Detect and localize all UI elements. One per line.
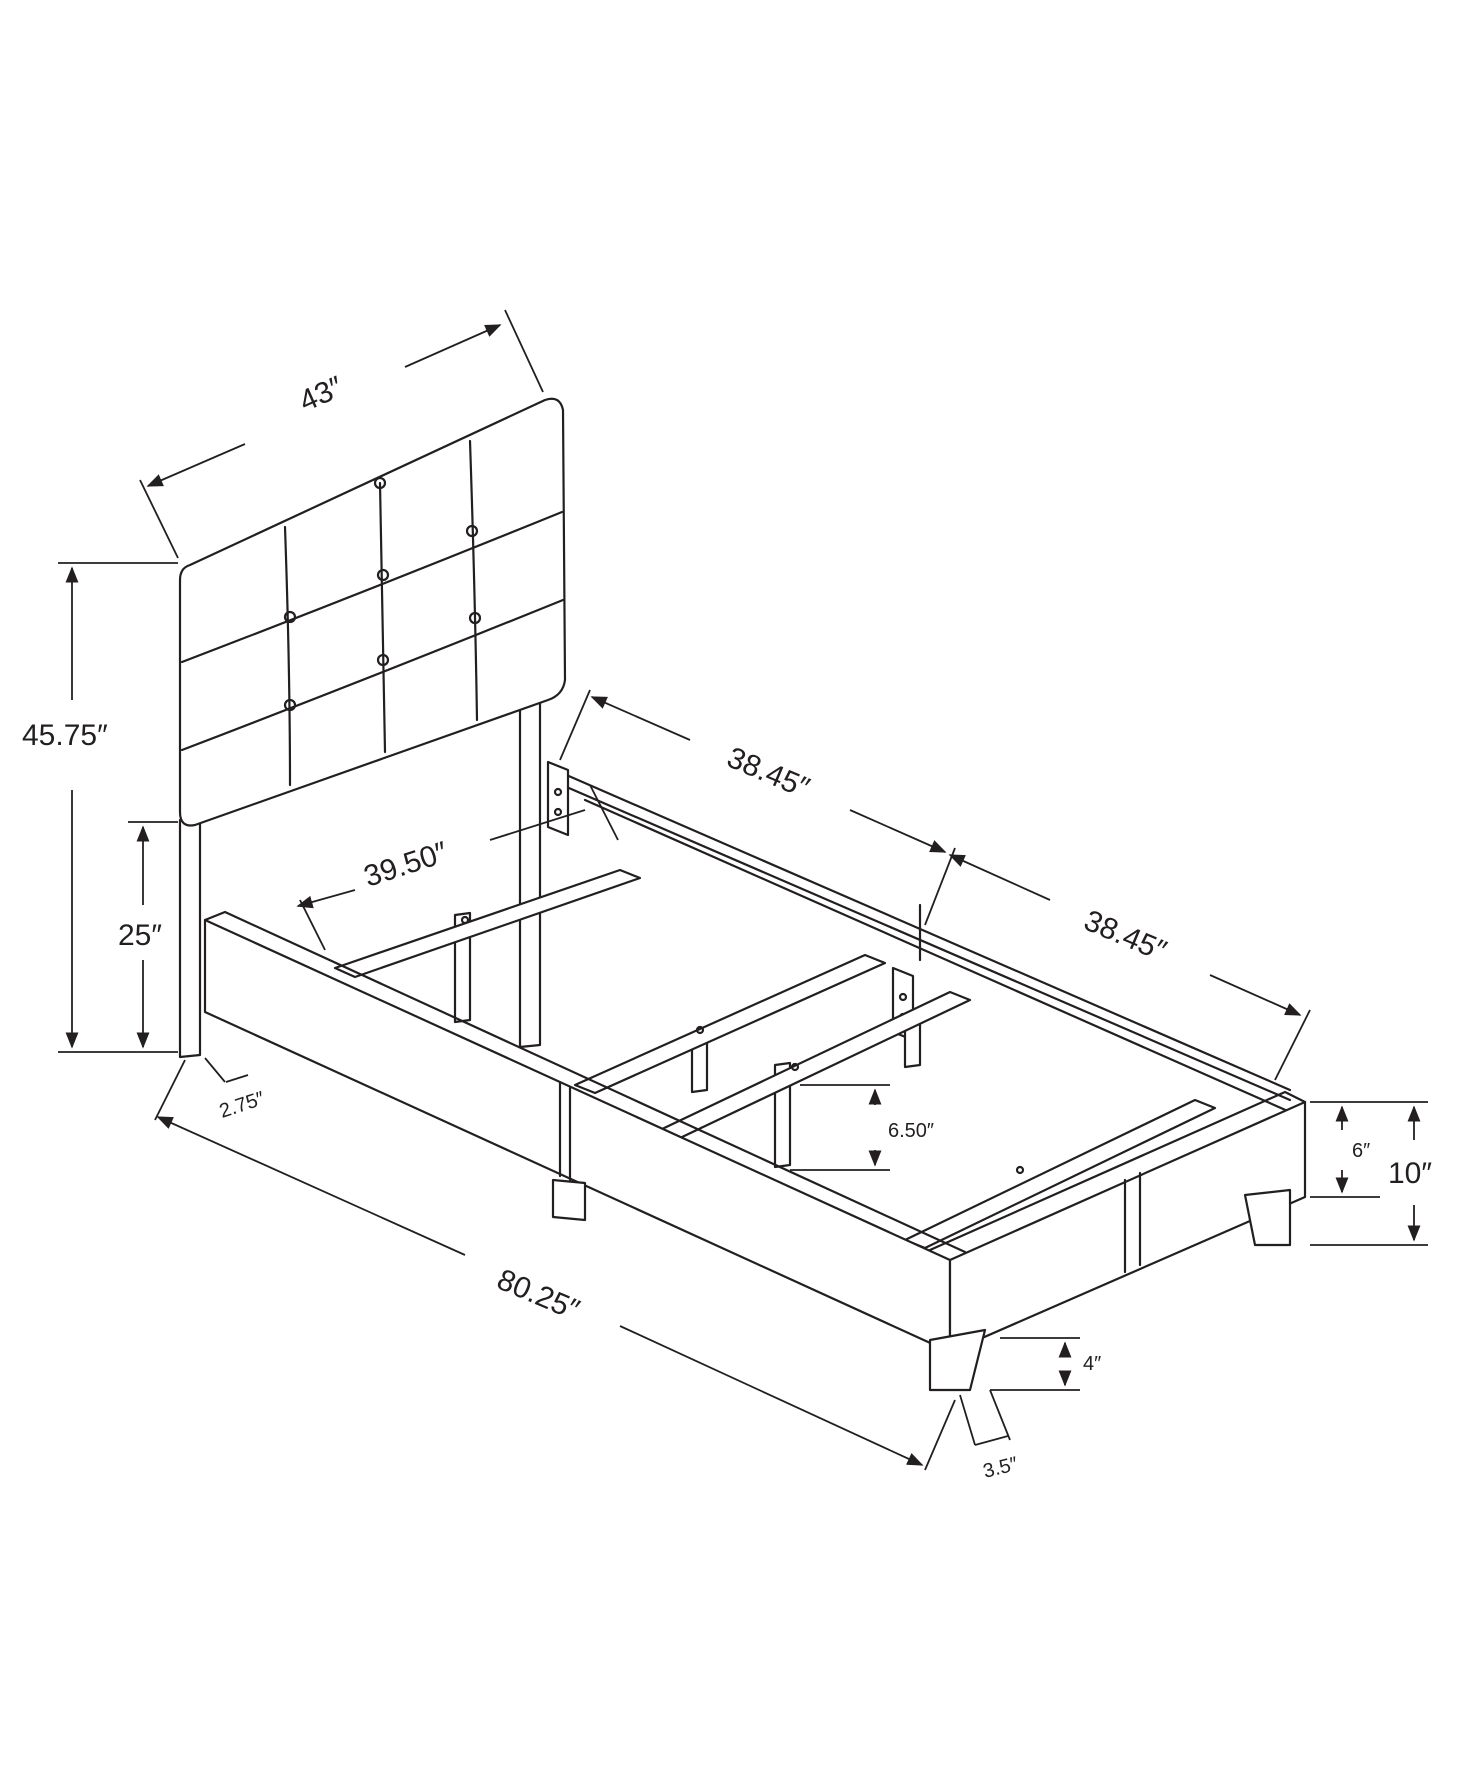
bed-legs bbox=[551, 1178, 1292, 1392]
dim-total-height bbox=[58, 562, 178, 1053]
dim-footboard-height-label: 10″ bbox=[1388, 1157, 1432, 1190]
dim-frame-width-head-label: 39.50″ bbox=[360, 836, 452, 894]
dim-headboard-leg bbox=[204, 1057, 249, 1083]
dim-rail-height bbox=[1310, 1101, 1380, 1198]
dim-overall-length-label: 80.25″ bbox=[492, 1263, 584, 1327]
dim-footboard-height bbox=[1310, 1101, 1428, 1246]
dim-side-rail-upper bbox=[559, 689, 956, 926]
dim-leg-width bbox=[959, 1389, 1011, 1446]
dim-headboard-width-label: 43″ bbox=[294, 370, 348, 418]
footboard bbox=[928, 1090, 1307, 1354]
dim-side-rail-lower-label: 38.45″ bbox=[1079, 904, 1171, 968]
dim-headboard-width bbox=[139, 309, 544, 559]
dim-headboard-leg-label: 2.75″ bbox=[217, 1088, 268, 1123]
dim-rail-height-label: 6″ bbox=[1352, 1140, 1370, 1162]
bed-frame-drawing bbox=[178, 397, 1307, 1392]
dim-slat-clearance-label: 6.50″ bbox=[888, 1120, 934, 1142]
dim-total-height-label: 45.75″ bbox=[22, 719, 108, 752]
dim-leg-height bbox=[990, 1337, 1080, 1391]
dim-side-rail-lower bbox=[948, 854, 1311, 1081]
dim-leg-width-label: 3.5″ bbox=[981, 1453, 1020, 1483]
dim-leg-height-label: 4″ bbox=[1083, 1353, 1101, 1375]
dim-headboard-clearance bbox=[128, 821, 178, 1049]
dim-overall-length bbox=[154, 1059, 956, 1471]
far-side-rail bbox=[553, 768, 1292, 1114]
dim-frame-width-head bbox=[296, 784, 619, 951]
bed-slats bbox=[333, 868, 1217, 1250]
dim-side-rail-upper-label: 38.45″ bbox=[722, 741, 814, 805]
dim-slat-clearance bbox=[790, 1084, 890, 1171]
dim-headboard-clearance-label: 25″ bbox=[118, 919, 162, 952]
dimension-lines: 43″ 45.75″ 25″ 39.50″ bbox=[22, 309, 1432, 1483]
tufted-headboard bbox=[178, 397, 567, 827]
